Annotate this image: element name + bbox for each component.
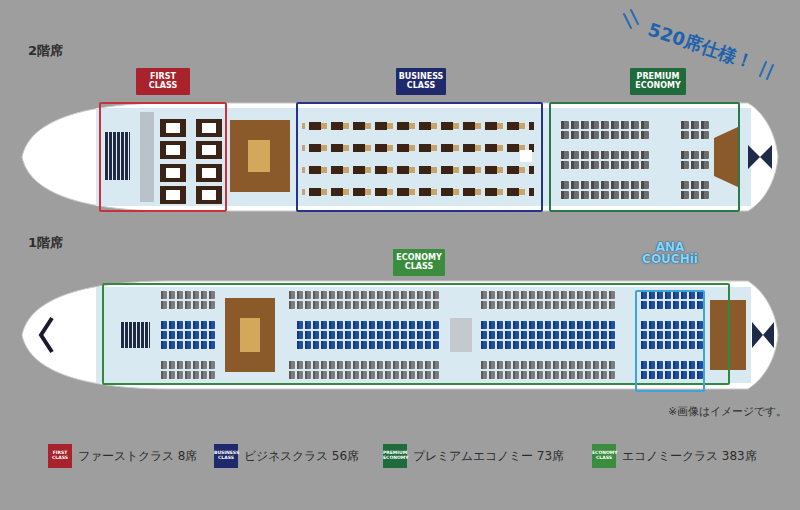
legend-text: エコノミークラス 383席 <box>622 448 757 465</box>
swatch-label: FIRST CLASS <box>48 451 72 461</box>
legend-swatch: BUSINESS CLASS <box>214 444 238 468</box>
image-note: ※画像はイメージです。 <box>668 404 787 419</box>
deck-label: 2階席 <box>28 42 63 60</box>
class-tag: PREMIUM ECONOMY <box>630 68 686 95</box>
class-tag: FIRST CLASS <box>136 68 190 95</box>
premium-economy-zone: PREMIUM ECONOMY <box>549 102 740 212</box>
business-class-zone: BUSINESS CLASS <box>296 102 543 212</box>
legend-text: ビジネスクラス 56席 <box>244 448 359 465</box>
seat-count-callout: 520席仕様！ <box>645 18 757 75</box>
first-class-zone: FIRST CLASS <box>99 102 227 212</box>
legend-item: FIRST CLASS ファーストクラス 8席 <box>48 444 197 468</box>
swatch-label: PREMIUM ECONOMY <box>383 451 407 461</box>
legend-swatch: PREMIUM ECONOMY <box>383 444 407 468</box>
legend-swatch: FIRST CLASS <box>48 444 72 468</box>
legend-item: PREMIUM ECONOMY プレミアムエコノミー 73席 <box>383 444 564 468</box>
legend-item: ECONOMY CLASS エコノミークラス 383席 <box>592 444 757 468</box>
class-tag: BUSINESS CLASS <box>396 68 446 95</box>
class-tag: ECONOMY CLASS <box>393 249 445 276</box>
legend-text: プレミアムエコノミー 73席 <box>413 448 564 465</box>
legend-swatch: ECONOMY CLASS <box>592 444 616 468</box>
class-tag: ANA COUCHii <box>633 237 707 270</box>
legend-text: ファーストクラス 8席 <box>78 448 197 465</box>
deck-label: 1階席 <box>28 234 63 252</box>
couchii-zone: ANA COUCHii <box>635 290 705 392</box>
swatch-label: BUSINESS CLASS <box>214 451 238 461</box>
economy-class-zone: ECONOMY CLASSANA COUCHii <box>102 283 730 385</box>
swatch-label: ECONOMY CLASS <box>592 451 616 461</box>
legend-item: BUSINESS CLASS ビジネスクラス 56席 <box>214 444 359 468</box>
